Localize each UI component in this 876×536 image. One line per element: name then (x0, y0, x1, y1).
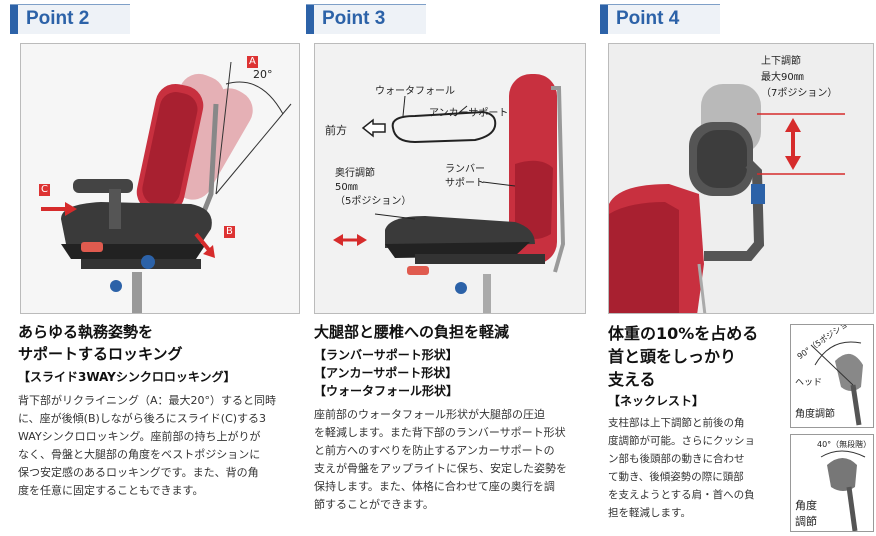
label-waterfall: ウォータフォール (375, 86, 455, 97)
thumb2-label-2: 調節 (795, 515, 817, 528)
header-accent-bar (600, 5, 608, 34)
thumb1-label: 角度調節 (795, 405, 835, 420)
point3-header: Point 3 (306, 4, 426, 34)
point4-headrest-photo: 上下調節 最大90㎜ （7ポジション） (608, 43, 874, 314)
label-depth-3: （5ポジション） (335, 196, 412, 207)
point4-section: Point 4 上下調節 最大90㎜ （7ポジション） (600, 0, 876, 536)
body-line: と前方へのすべりを防止するアンカーサポートの (314, 444, 555, 457)
thumb2-label-1: 角度 (795, 499, 817, 512)
body-line: 度調節が可能。さらにクッショ (608, 435, 755, 447)
point2-header: Point 2 (10, 4, 130, 34)
point3-subtitle-1: 【ランバーサポート形状】 (314, 348, 458, 362)
point4-title: 体重の10%を占める 首と頭をしっかり 支える (608, 322, 758, 391)
body-line: 支柱部は上下調節と前後の角 (608, 417, 745, 429)
body-line: て動き、後傾姿勢の際に頭部 (608, 471, 744, 483)
thumb1-head: ヘッド (795, 378, 823, 388)
headrest-tilt-diagram (820, 450, 866, 531)
body-line: 担を軽減します。 (608, 507, 691, 519)
headrest-angle-diagram (810, 341, 863, 426)
header-accent-bar (306, 5, 314, 34)
label-b: B (224, 226, 235, 238)
seat-support-illustration (333, 74, 566, 313)
label-a: A (247, 56, 258, 68)
point2-title-line2: サポートするロッキング (18, 345, 183, 363)
point3-title: 大腿部と腰椎への負担を軽減 (314, 323, 510, 341)
label-front: 前方 (325, 124, 347, 137)
body-line: ン部も後頭部の動きに合わせ (608, 453, 745, 465)
header-accent-bar (10, 5, 18, 34)
point2-subtitle: 【スライド3WAYシンクロロッキング】 (18, 370, 236, 384)
body-line: 背下部がリクライニング（A：最大20°）すると同時 (18, 394, 277, 407)
point2-title-line1: あらゆる執務姿勢を (18, 323, 154, 341)
point2-section: Point 2 (10, 0, 300, 536)
label-depth-1: 奥行調節 (335, 168, 375, 179)
body-line: WAYシンクロロッキング。座前部の持ち上がりが (18, 430, 261, 443)
point4-body: 支柱部は上下調節と前後の角 度調節が可能。さらにクッショ ン部も後頭部の動きに合… (608, 414, 786, 522)
body-line: 節することができます。 (314, 498, 434, 511)
point3-header-text: Point 3 (322, 8, 386, 29)
label-angle: 20° (253, 68, 273, 81)
point3-subtitle-2: 【アンカーサポート形状】 (314, 366, 458, 380)
label-lumbar-1: ランバー (445, 164, 485, 175)
body-line: を軽減します。また背下部のランバーサポート形状 (314, 426, 566, 439)
headrest-angle-thumb-2: 40°（無段階） 角度 調節 (790, 434, 874, 532)
title-line: 首と頭をしっかり (608, 347, 737, 366)
point4-header: Point 4 (600, 4, 720, 34)
body-line: 度を任意に固定することもできます。 (18, 484, 204, 497)
body-line: 保持します。また、体格に合わせて座の奥行を調 (314, 480, 555, 493)
label-height-1: 上下調節 (761, 56, 801, 67)
point4-header-text: Point 4 (616, 8, 680, 29)
label-depth-2: 50㎜ (335, 182, 358, 193)
point2-chair-photo: A 20° B C (20, 43, 300, 314)
headrest-illustration (609, 84, 845, 313)
label-c: C (39, 184, 50, 196)
title-line: 支える (608, 370, 656, 389)
point4-subtitle: 【ネックレスト】 (608, 394, 705, 408)
body-line: 保つ安定感のあるロッキングです。また、背の角 (18, 466, 259, 479)
headrest-angle-thumb-1: 90°（5ポジション） ヘッド 角度調節 (790, 324, 874, 428)
point3-body: 座前部のウォータフォール形状が大腿部の圧迫 を軽減します。また背下部のランバーサ… (314, 406, 586, 514)
point2-header-text: Point 2 (26, 8, 90, 29)
body-line: 支えが骨盤をアップライトに保ち、安定した姿勢を (314, 462, 567, 475)
body-line: 座前部のウォータフォール形状が大腿部の圧迫 (314, 408, 545, 421)
point3-subtitle-3: 【ウォータフォール形状】 (314, 384, 459, 398)
body-line: なく、骨盤と大腿部の角度をベストポジションに (18, 448, 261, 461)
thumb2-angle: 40°（無段階） (817, 440, 872, 449)
point3-section: Point 3 (306, 0, 586, 536)
label-lumbar-2: サポート (445, 178, 485, 189)
body-line: を支えようとする肩・首への負 (608, 489, 755, 501)
title-line: 体重の10%を占める (608, 324, 759, 343)
label-height-3: （7ポジション） (761, 88, 838, 99)
label-height-2: 最大90㎜ (761, 72, 804, 83)
point2-body: 背下部がリクライニング（A：最大20°）すると同時 に、座が後傾(B)しながら後… (18, 392, 298, 500)
label-anchor: アンカーサポート (429, 108, 509, 119)
body-line: に、座が後傾(B)しながら後ろにスライド(C)する3 (18, 412, 267, 425)
point3-chair-photo: ウォータフォール アンカーサポート 前方 奥行調節 50㎜ （5ポジション） ラ… (314, 43, 586, 314)
rocking-chair-illustration (41, 61, 292, 313)
